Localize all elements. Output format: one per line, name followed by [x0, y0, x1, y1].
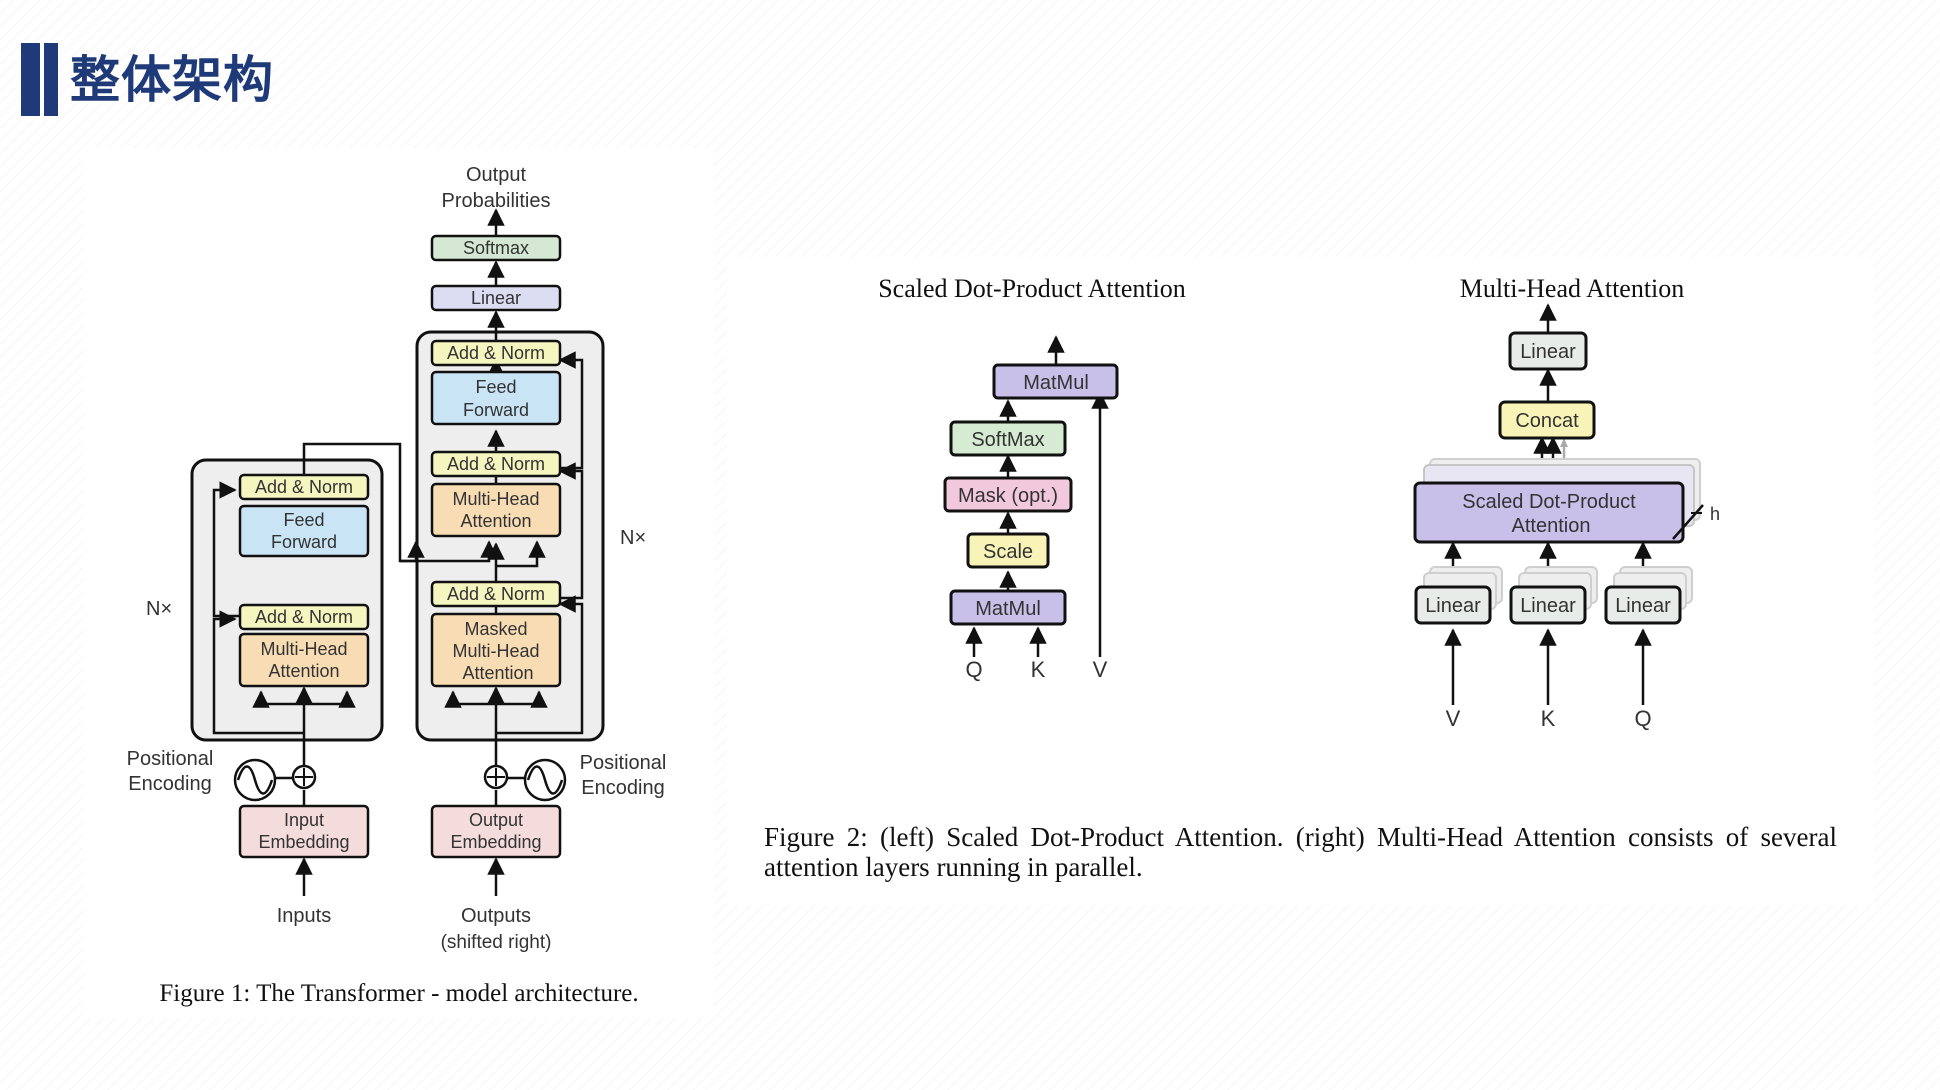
sdpa-v-label: V — [1093, 657, 1108, 682]
dec-add-norm-1-label: Add & Norm — [447, 343, 545, 363]
input-embedding — [238, 804, 370, 859]
dec-mha-label-1: Multi-Head — [452, 489, 539, 509]
enc-add-norm-bottom — [238, 603, 370, 631]
sdpa-matmul-bottom-label: MatMul — [975, 598, 1041, 620]
output-prob-label-2: Probabilities — [442, 190, 551, 212]
mha-linear-q — [1604, 585, 1682, 625]
transformer-diagram: Add & Norm Feed Forward Add & Norm Multi… — [127, 164, 667, 953]
dec-add-norm-3-label: Add & Norm — [447, 584, 545, 604]
mha-sdpa-label-2: Attention — [1512, 515, 1591, 537]
sdpa-k-label: K — [1031, 657, 1046, 682]
dec-feed-forward — [430, 370, 562, 426]
mha-v-label: V — [1446, 706, 1461, 731]
enc-mha-label-1: Multi-Head — [260, 639, 347, 659]
dec-mha-label-2: Attention — [460, 511, 531, 531]
sdpa-q-label: Q — [965, 657, 982, 682]
enc-feed-forward — [238, 504, 370, 558]
mha-sdpa-label-1: Scaled Dot-Product — [1462, 491, 1636, 513]
enc-add-norm-top-label: Add & Norm — [255, 477, 353, 497]
dec-softmax — [430, 234, 562, 262]
sdpa-softmax — [949, 420, 1067, 457]
mha-linear-v — [1414, 585, 1492, 625]
mha-concat-label: Concat — [1515, 410, 1579, 432]
sdpa-mask-label: Mask (opt.) — [958, 485, 1058, 507]
sdpa-mask — [943, 476, 1073, 513]
enc-mha-label-2: Attention — [268, 661, 339, 681]
input-emb-label-1: Input — [284, 810, 324, 830]
outputs-label-2: (shifted right) — [441, 932, 552, 953]
dec-add-norm-3 — [430, 580, 562, 608]
dec-add-norm-1 — [430, 339, 562, 367]
dec-masked-label-2: Multi-Head — [452, 641, 539, 661]
title-accent-bars — [21, 43, 58, 116]
enc-pos-enc-label-1: Positional — [127, 748, 214, 770]
attention-diagram: Scaled Dot-Product Attention Multi-Head … — [878, 274, 1720, 731]
mha-linear-k-label: Linear — [1520, 595, 1576, 617]
attention-figure-panel: Scaled Dot-Product Attention Multi-Head … — [727, 257, 1874, 905]
dec-masked-label-1: Masked — [464, 619, 527, 639]
dec-add-norm-2-label: Add & Norm — [447, 454, 545, 474]
enc-ff-label-1: Feed — [283, 510, 324, 530]
dec-masked-attention — [430, 612, 562, 688]
decoder-nx-label: N× — [620, 527, 646, 549]
mha-sdpa-block — [1413, 481, 1685, 544]
output-embedding — [430, 804, 562, 859]
enc-add-norm-top — [238, 473, 370, 501]
sdpa-scale — [966, 532, 1050, 569]
mha-linear-k — [1509, 585, 1587, 625]
mha-linear-top-label: Linear — [1520, 341, 1576, 363]
dec-pos-enc-label-1: Positional — [580, 752, 667, 774]
sdpa-matmul-top-label: MatMul — [1023, 372, 1089, 394]
output-emb-label-1: Output — [469, 810, 523, 830]
figure1-caption: Figure 1: The Transformer - model archit… — [159, 980, 639, 1007]
figure2-caption: Figure 2: (left) Scaled Dot-Product Atte… — [764, 822, 1837, 882]
enc-ff-label-2: Forward — [271, 532, 337, 552]
mha-title: Multi-Head Attention — [1460, 274, 1685, 303]
dec-pos-enc-label-2: Encoding — [581, 777, 664, 799]
output-emb-label-2: Embedding — [450, 832, 541, 852]
sdpa-title: Scaled Dot-Product Attention — [878, 274, 1186, 303]
outputs-label-1: Outputs — [461, 905, 531, 927]
mha-k-label: K — [1541, 706, 1556, 731]
inputs-label: Inputs — [277, 905, 331, 927]
page-title: 整体架构 — [70, 51, 274, 109]
enc-multi-head-attention — [238, 632, 370, 688]
mha-q-label: Q — [1634, 706, 1651, 731]
dec-linear-label: Linear — [471, 288, 521, 308]
encoder-stack — [190, 458, 384, 742]
sdpa-softmax-label: SoftMax — [971, 429, 1044, 451]
mha-linear-v-label: Linear — [1425, 595, 1481, 617]
mha-linear-q-label: Linear — [1615, 595, 1671, 617]
mha-h-label: h — [1710, 504, 1720, 524]
sdpa-matmul-bottom — [949, 589, 1067, 626]
output-prob-label-1: Output — [466, 164, 526, 186]
dec-ff-label-1: Feed — [475, 377, 516, 397]
sdpa-matmul-top — [992, 363, 1119, 400]
enc-add-norm-bottom-label: Add & Norm — [255, 607, 353, 627]
input-emb-label-2: Embedding — [258, 832, 349, 852]
encoder-nx-label: N× — [146, 598, 172, 620]
dec-linear — [430, 284, 562, 312]
dec-softmax-label: Softmax — [463, 238, 529, 258]
mha-linear-top — [1508, 331, 1588, 371]
dec-multi-head-attention — [430, 482, 562, 538]
enc-pos-enc-label-2: Encoding — [128, 773, 211, 795]
dec-masked-label-3: Attention — [462, 663, 533, 683]
mha-concat — [1498, 400, 1596, 440]
transformer-figure-panel: Add & Norm Feed Forward Add & Norm Multi… — [84, 148, 714, 1018]
dec-ff-label-2: Forward — [463, 400, 529, 420]
dec-add-norm-2 — [430, 450, 562, 478]
sdpa-scale-label: Scale — [983, 541, 1033, 563]
